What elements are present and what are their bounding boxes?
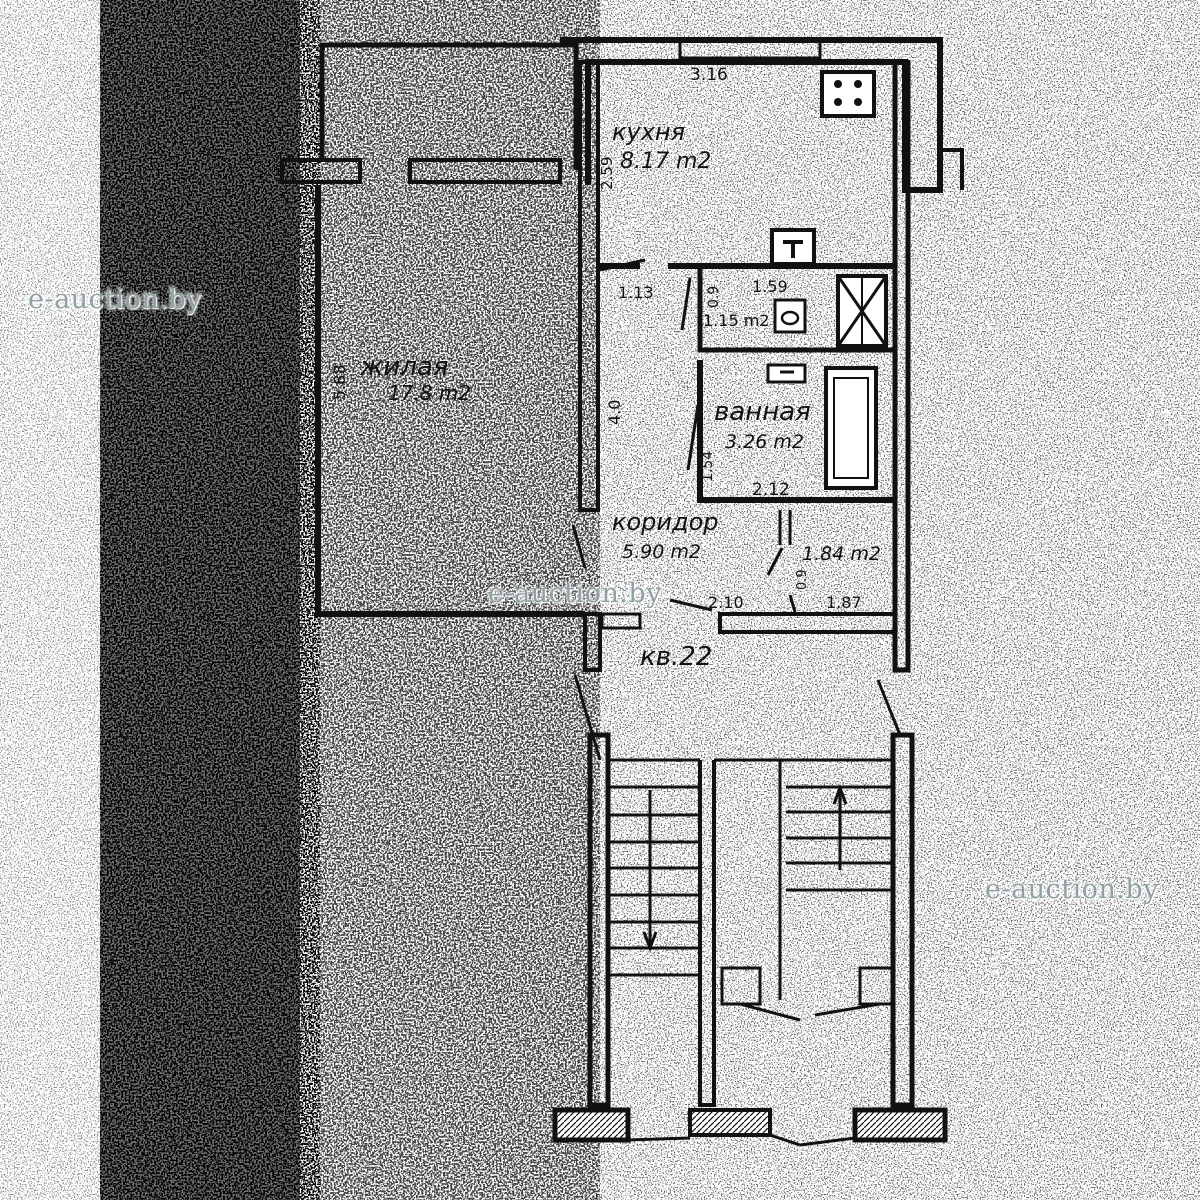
door-swings (571, 258, 797, 613)
corridor-bottom (718, 612, 897, 634)
corridor-bottom-label: 2.10 (708, 593, 744, 612)
bathtub (824, 366, 878, 490)
living-area-label: 17.8 m2 (388, 381, 471, 405)
washbasin (766, 363, 807, 384)
wc-depth-label: 0.9 (706, 286, 722, 308)
labels: 3.16 кухня 8.17 m2 2.59 1.13 1.59 0.9 1.… (330, 65, 881, 672)
kitchen-width-label: 3.16 (690, 65, 728, 85)
balcony-inner (408, 158, 562, 184)
wc-width-label: 1.59 (752, 277, 788, 296)
entry-jamb-2 (600, 612, 642, 630)
kitchen-area-label: 8.17 m2 (620, 149, 711, 174)
corridor-area-label: 5.90 m2 (622, 541, 701, 563)
bath-width-label: 2.12 (752, 480, 790, 500)
entry-jamb (583, 612, 602, 672)
living-inner-wall (578, 60, 600, 512)
bath-depth-label: 1.54 (700, 451, 716, 482)
closet-wall (778, 510, 792, 545)
north-window (678, 38, 822, 60)
living-outer (315, 185, 585, 617)
bath-name-label: ванная (714, 397, 811, 427)
living-name-label: жилая (359, 352, 449, 382)
bath-area-label: 3.26 m2 (725, 431, 804, 453)
corridor-length-label: 4.0 (605, 400, 624, 425)
east-stub (940, 148, 964, 190)
corridor-name-label: коридор (612, 508, 719, 536)
closet-area-label: 1.84 m2 (802, 543, 881, 565)
apartment-number-label: кв.22 (640, 642, 712, 672)
wc-partition (697, 266, 895, 353)
wc-area-label: 1.15 m2 (703, 311, 769, 330)
kitchen-sink (770, 228, 816, 266)
balcony-rail (280, 158, 362, 184)
east-wall (892, 60, 911, 673)
stairwell (552, 674, 948, 1147)
living-length-label: 5.88 (330, 364, 349, 400)
wc-left-label: 1.13 (618, 283, 654, 302)
kitchen-name-label: кухня (612, 118, 685, 146)
kitchen-depth-label: 2.59 (598, 157, 616, 190)
bath-wall (697, 360, 895, 503)
watermark-3: e-auction.by (985, 874, 1159, 905)
balcony-outline (319, 42, 579, 170)
walls (280, 37, 964, 673)
stove (820, 70, 876, 118)
vent-shaft (836, 274, 888, 348)
toilet (773, 298, 807, 334)
watermark-1: e-auction.by (28, 284, 202, 315)
watermark-2: e-auction.by (488, 578, 662, 609)
closet-depth-label: 0.9 (795, 569, 810, 590)
closet-width-label: 1.87 (826, 593, 862, 612)
